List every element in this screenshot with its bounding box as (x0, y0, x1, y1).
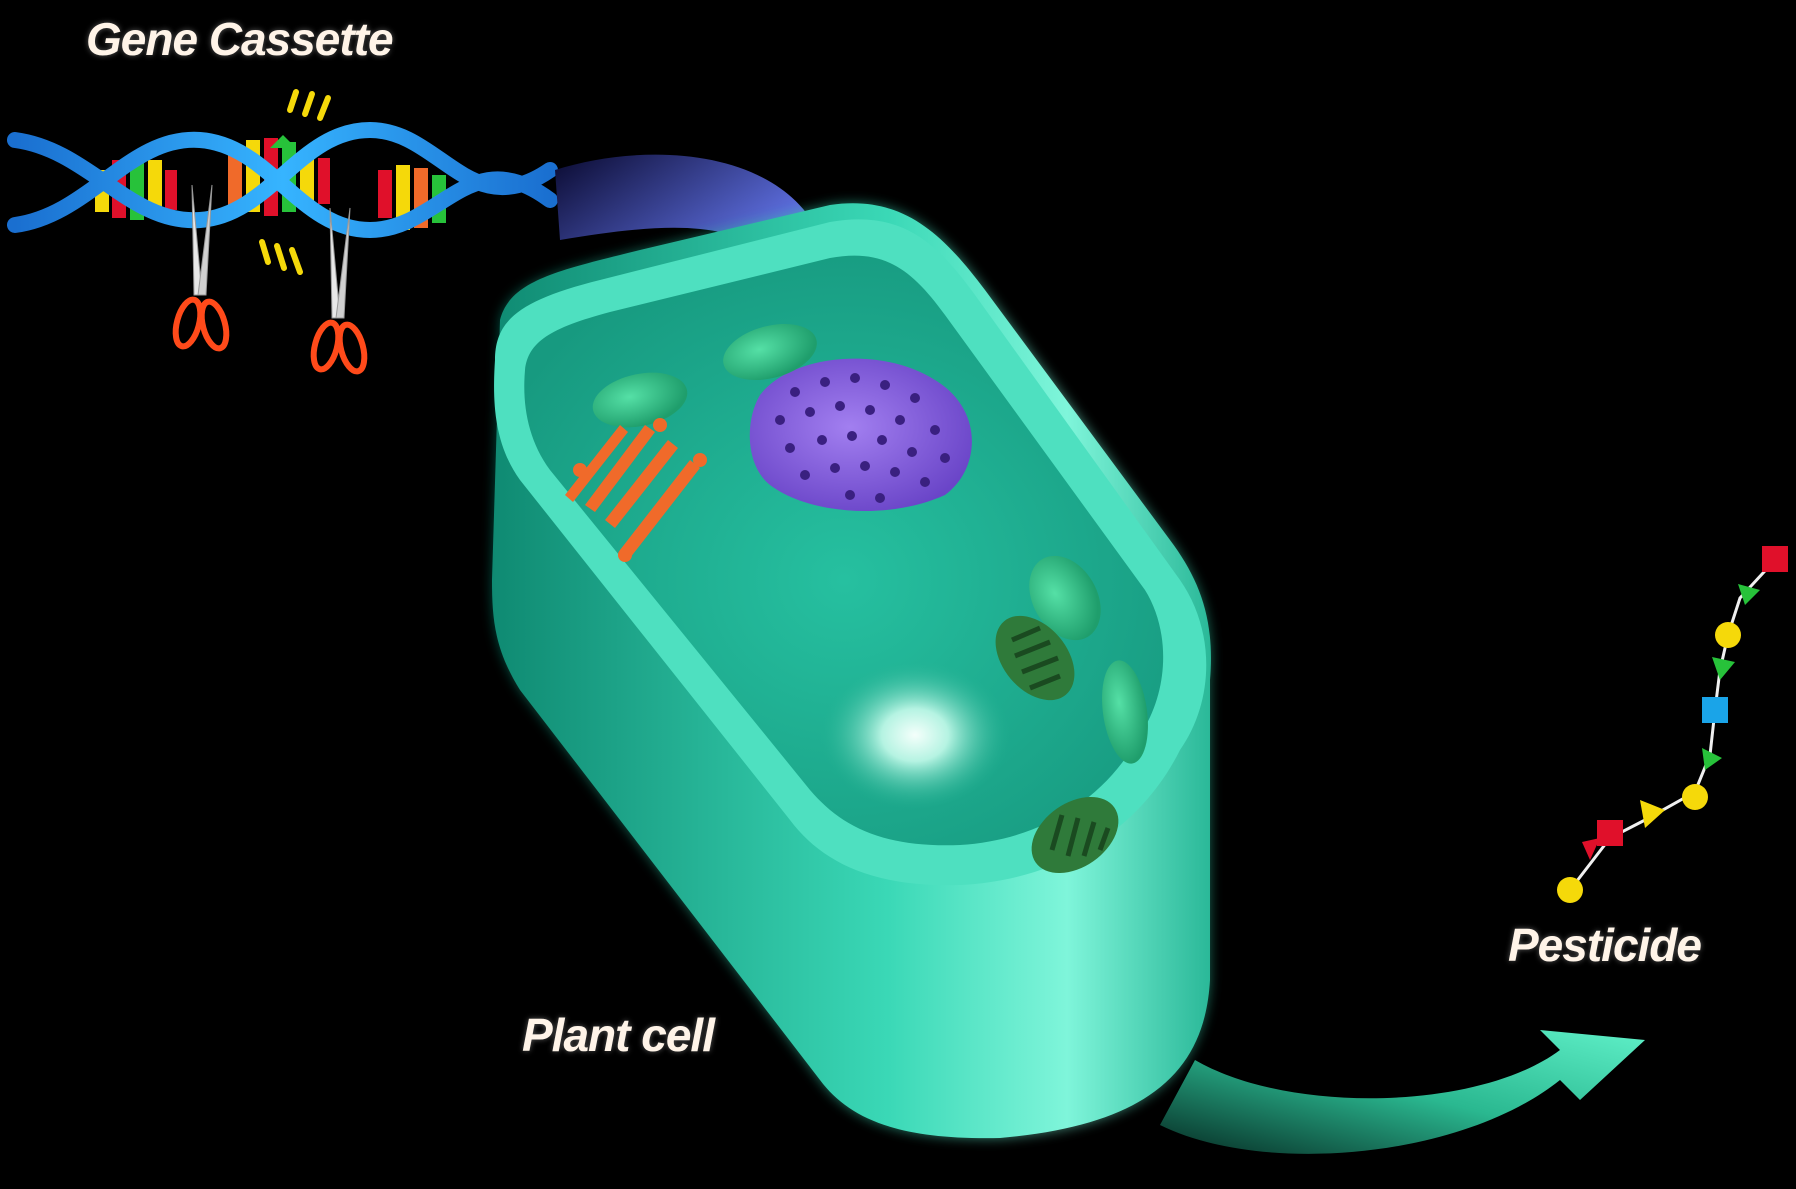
pesticide-label: Pesticide (1508, 918, 1701, 972)
output-arrow-icon (1160, 1030, 1645, 1154)
molecule-chain-icon (1557, 546, 1788, 903)
gene-cassette-label: Gene Cassette (86, 12, 393, 66)
dna-helix-icon (15, 92, 550, 272)
plant-cell-label: Plant cell (522, 1008, 714, 1062)
plant-cell-icon (492, 203, 1211, 1138)
vacuole (820, 660, 1010, 810)
